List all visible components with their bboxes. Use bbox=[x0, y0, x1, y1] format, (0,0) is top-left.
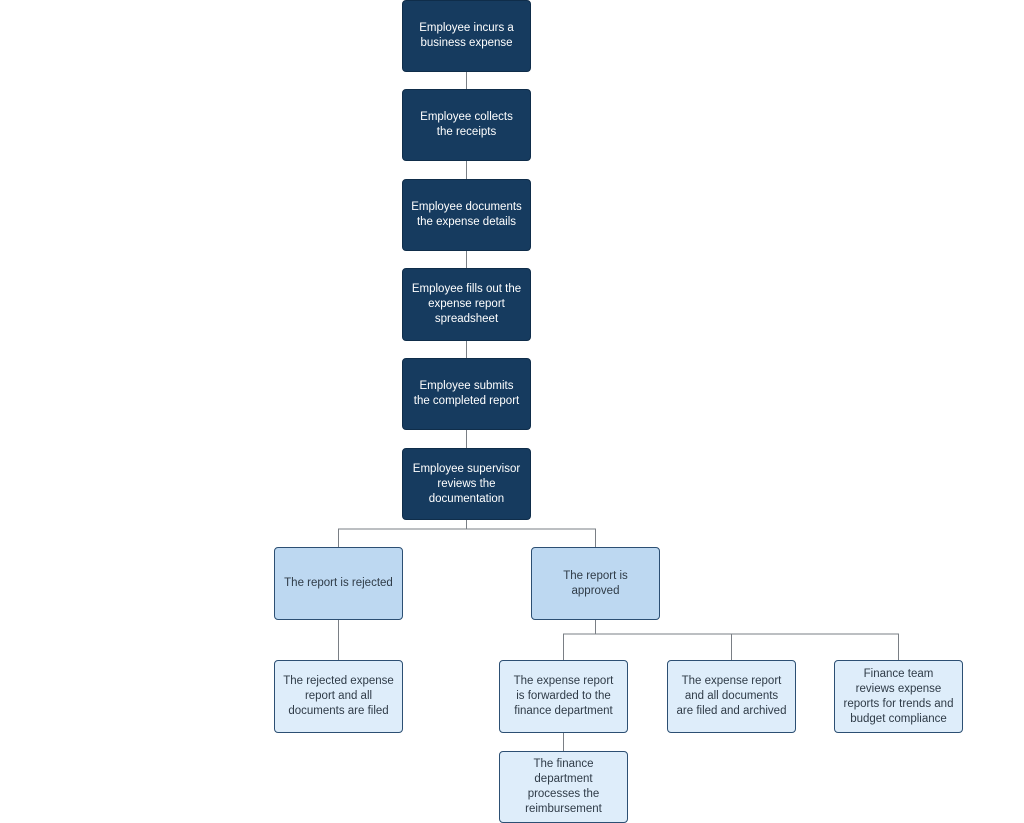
node-employee-incurs-expense[interactable]: Employee incurs a business expense bbox=[402, 0, 531, 72]
node-label: The report is rejected bbox=[284, 577, 393, 589]
node-supervisor-reviews[interactable]: Employee supervisor reviews the document… bbox=[402, 448, 531, 520]
node-employee-collects-receipts[interactable]: Employee collects the receipts bbox=[402, 89, 531, 161]
node-employee-documents-details[interactable]: Employee documents the expense details bbox=[402, 179, 531, 251]
node-label: Employee incurs a business expense bbox=[419, 22, 514, 49]
node-finance-team-reviews[interactable]: Finance team reviews expense reports for… bbox=[834, 660, 963, 733]
connector-reviews-to-rejected bbox=[338, 520, 467, 547]
connector-approved-to-archived bbox=[595, 620, 732, 660]
node-finance-processes-reimbursement[interactable]: The finance department processes the rei… bbox=[499, 751, 628, 823]
node-label: Employee supervisor reviews the document… bbox=[412, 462, 521, 505]
connector-approved-to-forwarded bbox=[563, 620, 596, 660]
node-label: Employee documents the expense details bbox=[411, 201, 522, 228]
node-report-rejected[interactable]: The report is rejected bbox=[274, 547, 403, 620]
node-employee-submits-report[interactable]: Employee submits the completed report bbox=[402, 358, 531, 430]
node-report-filed-archived[interactable]: The expense report and all documents are… bbox=[667, 660, 796, 733]
node-label: The expense report is forwarded to the f… bbox=[513, 675, 614, 717]
node-label: Finance team reviews expense reports for… bbox=[843, 667, 954, 725]
node-rejected-report-filed[interactable]: The rejected expense report and all docu… bbox=[274, 660, 403, 733]
node-label: Employee fills out the expense report sp… bbox=[411, 283, 522, 325]
node-label: Employee collects the receipts bbox=[420, 111, 513, 138]
node-label: The expense report and all documents are… bbox=[676, 675, 787, 717]
node-label: Employee submits the completed report bbox=[413, 380, 520, 407]
node-employee-fills-report[interactable]: Employee fills out the expense report sp… bbox=[402, 268, 531, 341]
connector-reviews-to-approved bbox=[466, 520, 596, 547]
node-report-forwarded-finance[interactable]: The expense report is forwarded to the f… bbox=[499, 660, 628, 733]
node-report-approved[interactable]: The report is approved bbox=[531, 547, 660, 620]
node-label: The rejected expense report and all docu… bbox=[283, 675, 394, 717]
connector-approved-to-finance_reviews bbox=[595, 620, 899, 660]
node-label: The finance department processes the rei… bbox=[525, 758, 602, 815]
node-label: The report is approved bbox=[563, 569, 628, 597]
